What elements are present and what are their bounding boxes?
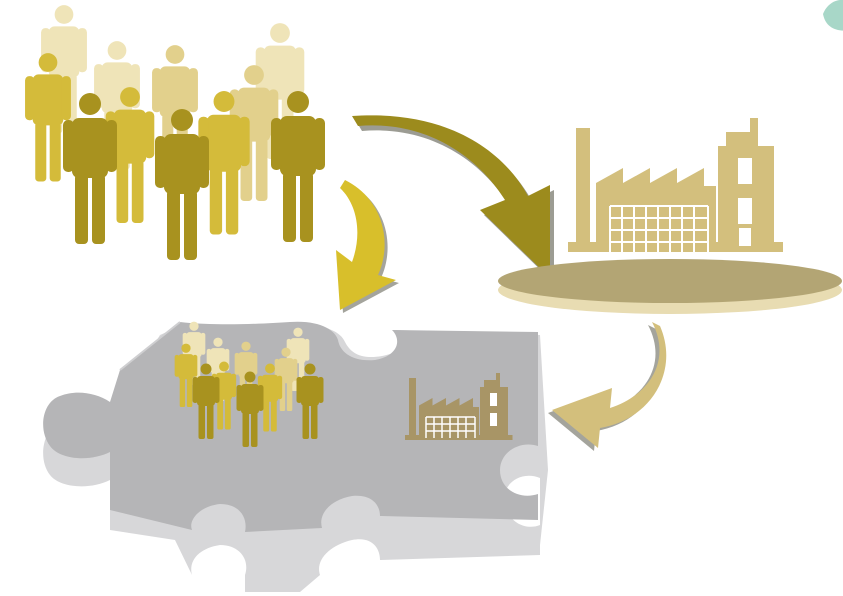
- puzzle-piece-icon: [43, 321, 549, 592]
- factory-platform: [498, 259, 842, 314]
- corner-accent-shape: [823, 0, 843, 31]
- curved-arrow-icon: [336, 180, 399, 313]
- curved-arrow-icon: [548, 322, 667, 451]
- factory-icon: [568, 118, 783, 256]
- people-crowd-icon: [25, 5, 325, 260]
- curved-arrow-icon: [352, 115, 554, 283]
- factory-icon: [405, 373, 513, 440]
